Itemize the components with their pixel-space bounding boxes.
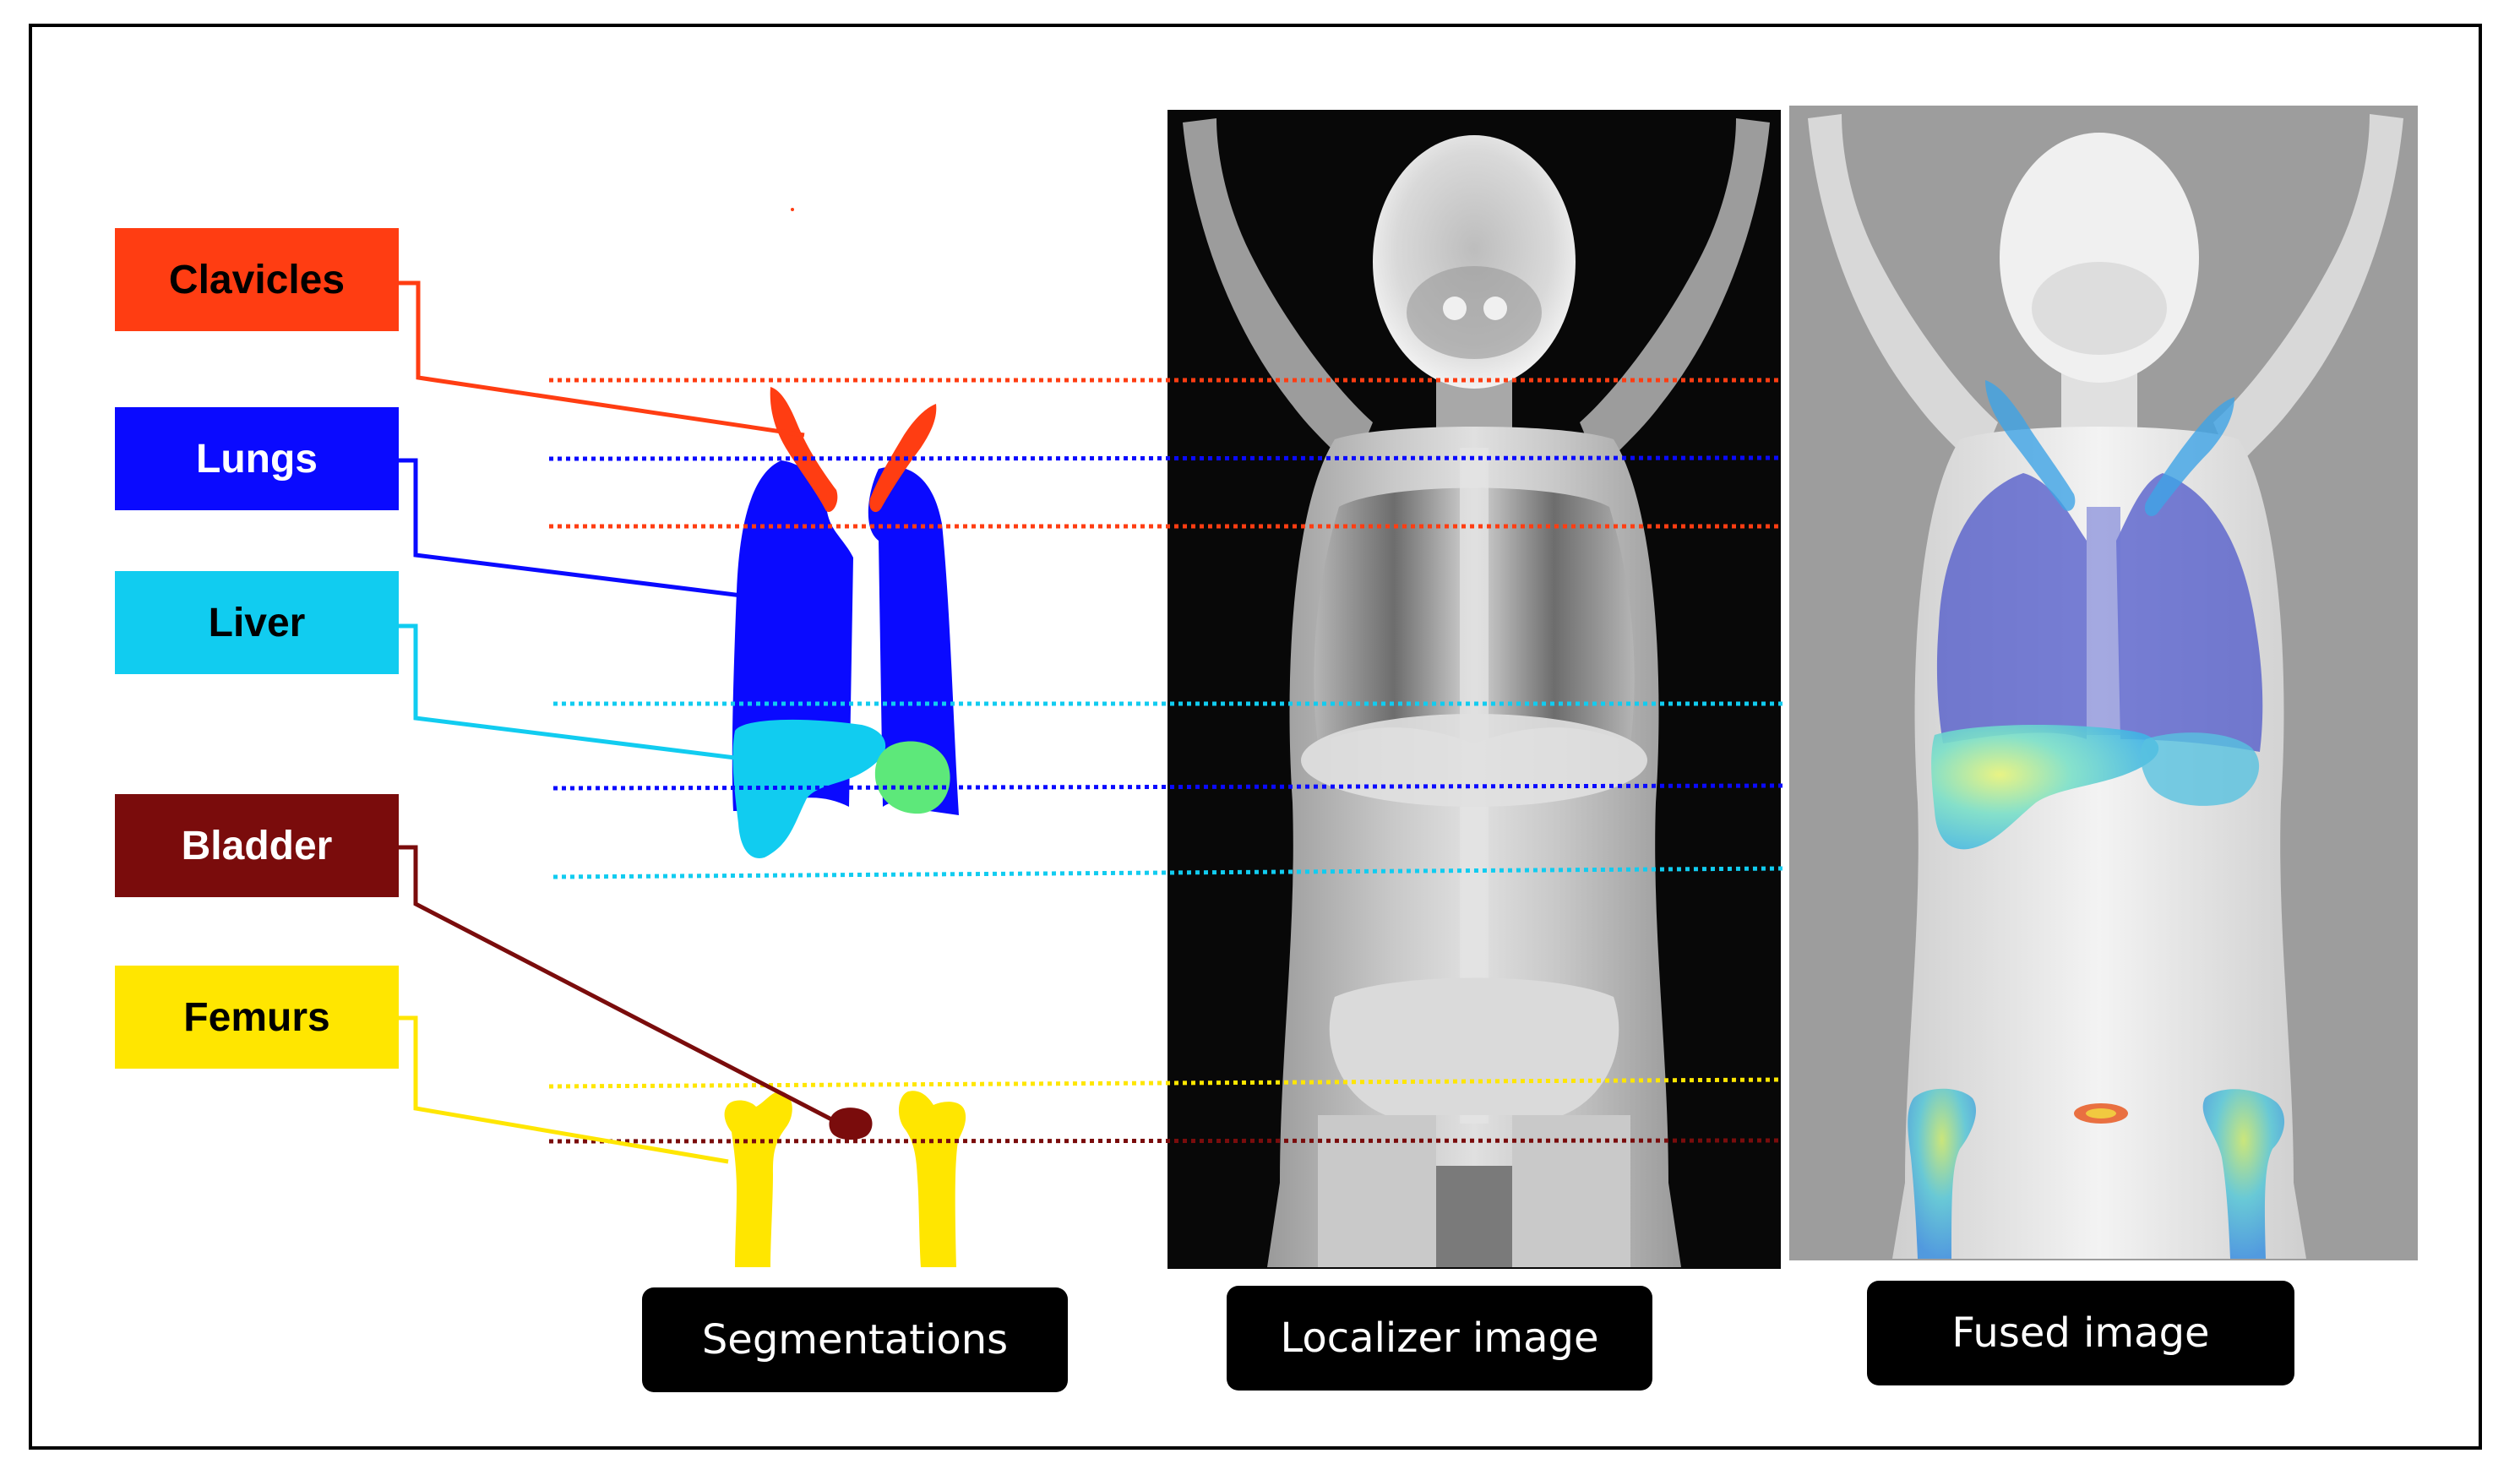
- leader-line-liver: [399, 626, 735, 758]
- caption-fused-text: Fused image: [1951, 1309, 2209, 1357]
- bladder-seg: [829, 1108, 872, 1140]
- leader-line-clavicles: [399, 283, 804, 435]
- caption-localizer-text: Localizer image: [1281, 1314, 1599, 1362]
- reference-line-lungs: [549, 458, 1783, 459]
- localizer-image: [1167, 110, 1781, 1269]
- leader-line-bladder: [399, 847, 836, 1122]
- femur-left-seg: [725, 1091, 792, 1267]
- caption-segmentations: Segmentations: [642, 1287, 1068, 1392]
- caption-segmentations-text: Segmentations: [702, 1316, 1008, 1363]
- caption-localizer: Localizer image: [1227, 1286, 1652, 1391]
- fused-image: [1789, 106, 2418, 1260]
- speck: [791, 208, 794, 211]
- segmentations-panel: [725, 208, 966, 1267]
- caption-fused: Fused image: [1867, 1281, 2294, 1385]
- femur-right-seg: [899, 1091, 966, 1267]
